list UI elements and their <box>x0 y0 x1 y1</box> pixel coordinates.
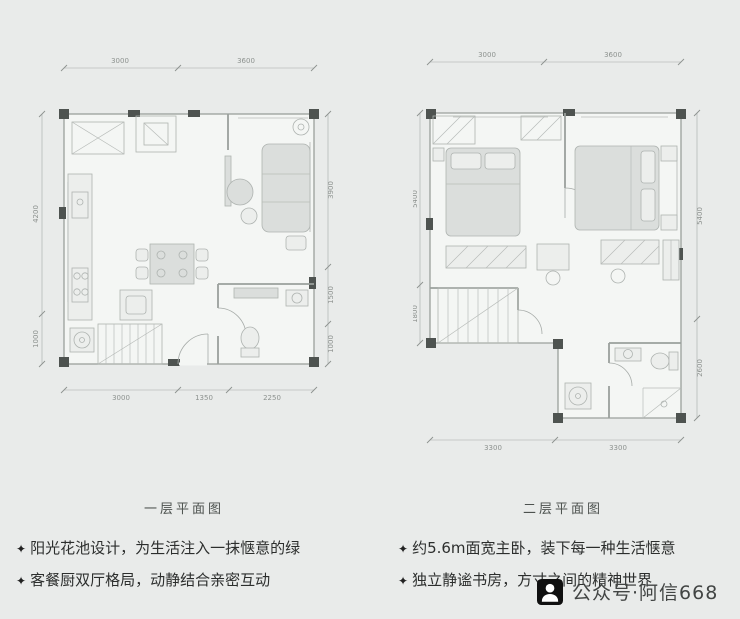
kitchen-counter <box>67 173 93 321</box>
dimension-chain-bottom: 3300 3300 <box>426 436 685 452</box>
master-bed-icon <box>574 145 678 231</box>
study-desk-icon <box>536 243 570 286</box>
counter-appliance <box>119 289 153 321</box>
second-floor-plan: 3000 3600 3300 3300 5400 1800 <box>413 48 713 463</box>
dimension-chain-right: 3900 1500 1000 <box>324 110 335 368</box>
equipment-platform <box>135 115 177 153</box>
dimension-label: 3000 <box>111 57 129 65</box>
feature-line: ✦独立静谧书房，方寸之间的精神世界 <box>398 564 676 596</box>
stairs-icon <box>97 323 163 365</box>
dimension-label: 1800 <box>413 305 419 323</box>
feature-line: ✦约5.6m面宽主卧，装下每一种生活惬意 <box>398 532 676 564</box>
wardrobe-left-bedroom <box>445 245 527 269</box>
wall-columns <box>426 109 686 423</box>
wardrobe-top-left <box>432 115 476 145</box>
tv-wall <box>224 114 232 207</box>
flower-pool <box>71 121 125 155</box>
wardrobe-right-bedroom <box>600 239 660 284</box>
cabinet-right-wall <box>662 239 680 281</box>
dimension-label: 3000 <box>478 51 496 59</box>
dimension-label: 3900 <box>327 181 335 199</box>
feature-text: 约5.6m面宽主卧，装下每一种生活惬意 <box>412 539 676 557</box>
dimension-label: 1000 <box>327 335 335 353</box>
dimension-chain-top: 3000 3600 <box>426 51 685 66</box>
wardrobe-top-center <box>520 115 562 141</box>
dimension-label: 4200 <box>32 205 40 223</box>
first-floor-plan: 3000 3600 3000 1350 2250 4200 <box>28 52 340 412</box>
second-floor-plan-drawing: 3000 3600 3300 3300 5400 1800 <box>413 51 704 452</box>
dimension-label: 2250 <box>263 394 281 402</box>
watermark: 公众号·阿信668 <box>537 578 718 605</box>
feature-line: ✦客餐厨双厅格局，动静结合亲密互动 <box>16 564 300 596</box>
star-marker-icon: ✦ <box>16 574 27 588</box>
dimension-label: 1000 <box>32 330 40 348</box>
dimension-chain-bottom: 3000 1350 2250 <box>60 386 318 402</box>
second-floor-caption: 二层平面图 <box>522 502 603 517</box>
watermark-text: 公众号·阿信668 <box>572 582 719 604</box>
dimension-label: 5400 <box>413 190 419 208</box>
star-marker-icon: ✦ <box>398 574 409 588</box>
toilet-icon <box>240 326 260 350</box>
star-marker-icon: ✦ <box>398 542 409 556</box>
official-account-person-icon <box>537 578 563 605</box>
stairs-icon <box>430 287 543 344</box>
plant-icon <box>292 118 310 136</box>
dimension-chain-left: 4200 1000 <box>32 110 46 368</box>
dimension-label: 3300 <box>609 444 627 452</box>
dimension-label: 5400 <box>696 207 704 225</box>
dimension-label: 1350 <box>195 394 213 402</box>
dining-table-icon <box>135 243 209 285</box>
coffee-table-icon <box>226 178 258 225</box>
sofa-icon <box>261 143 311 251</box>
washing-machine-icon <box>564 382 592 410</box>
bathroom <box>608 342 682 419</box>
dimension-label: 3600 <box>237 57 255 65</box>
dimension-chain-left: 5400 1800 <box>413 109 424 347</box>
bed-icon <box>432 147 521 237</box>
entry-door <box>177 333 209 366</box>
washing-machine-icon <box>69 327 95 353</box>
first-floor-caption: 一层平面图 <box>143 502 224 517</box>
dimension-chain-right: 5400 2600 <box>693 109 704 422</box>
star-marker-icon: ✦ <box>16 542 27 556</box>
dimension-label: 2600 <box>696 359 704 377</box>
features-left-column: ✦阳光花池设计，为生活注入一抹惬意的绿 ✦客餐厨双厅格局，动静结合亲密互动 <box>16 532 300 596</box>
feature-text: 客餐厨双厅格局，动静结合亲密互动 <box>30 571 271 589</box>
first-floor-plan-drawing: 3000 3600 3000 1350 2250 4200 <box>32 57 335 402</box>
toilet-icon <box>650 352 670 370</box>
dimension-label: 3000 <box>112 394 130 402</box>
dimension-label: 3300 <box>484 444 502 452</box>
dimension-label: 1500 <box>327 286 335 304</box>
wall-columns <box>59 109 319 367</box>
basin-icon <box>614 347 642 362</box>
dimension-chain-top: 3000 3600 <box>60 57 318 72</box>
feature-text: 阳光花池设计，为生活注入一抹惬意的绿 <box>30 539 301 557</box>
feature-text: 独立静谧书房，方寸之间的精神世界 <box>412 571 653 589</box>
bathroom <box>233 287 309 358</box>
dimension-label: 3600 <box>604 51 622 59</box>
features-right-column: ✦约5.6m面宽主卧，装下每一种生活惬意 ✦独立静谧书房，方寸之间的精神世界 <box>398 532 676 596</box>
feature-line: ✦阳光花池设计，为生活注入一抹惬意的绿 <box>16 532 300 564</box>
